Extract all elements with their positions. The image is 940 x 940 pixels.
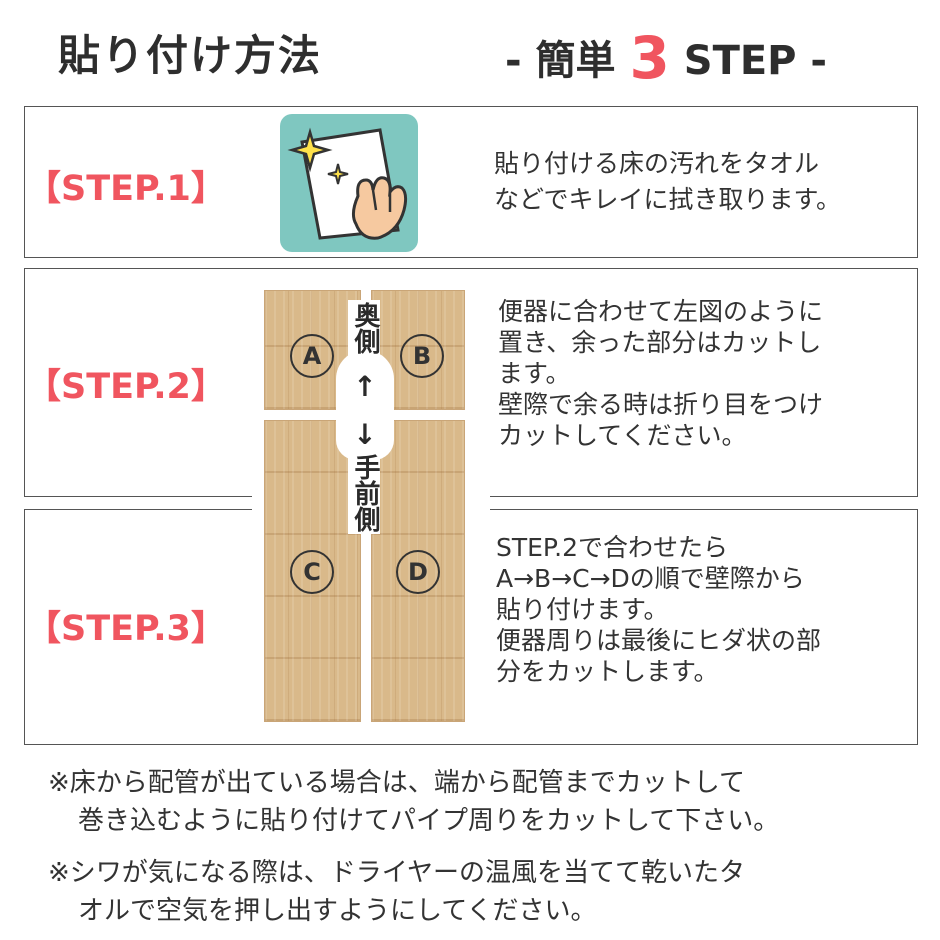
step-3-line: 便器周りは最後にヒダ状の部 — [496, 626, 822, 655]
note-1: ※床から配管が出ている場合は、端から配管までカットして 巻き込むように貼り付けて… — [48, 764, 779, 840]
step-2-line: 便器に合わせて左図のように — [498, 297, 824, 326]
step-1-box — [24, 106, 918, 258]
up-arrow-icon: ↑ — [350, 372, 380, 402]
step-2-line: カットしてください。 — [498, 421, 747, 450]
step-2-description: 便器に合わせて左図のように 置き、余った部分はカットし ます。 壁際で余る時は折… — [498, 296, 823, 451]
page-title: 貼り付け方法 — [58, 31, 323, 80]
subtitle-prefix: - 簡単 — [505, 38, 616, 84]
step-1-line: などでキレイに拭き取ります。 — [494, 185, 842, 214]
step-1-label: 【STEP.1】 — [26, 169, 226, 209]
step-2-line: ます。 — [498, 359, 571, 388]
front-side-label: 手前側 — [348, 452, 380, 534]
wipe-cloth-icon — [280, 114, 418, 252]
step-3-line: STEP.2で合わせたら — [496, 533, 728, 562]
piece-a-badge: A — [290, 334, 334, 378]
step-2-line: 置き、余った部分はカットし — [498, 328, 822, 357]
step-3-description: STEP.2で合わせたら A→B→C→Dの順で壁際から 貼り付けます。 便器周り… — [496, 532, 821, 687]
subtitle-suffix: STEP - — [683, 38, 828, 84]
note-1-line-2: 巻き込むように貼り付けてパイプ周りをカットして下さい。 — [78, 806, 780, 836]
back-side-label: 奥側 — [348, 300, 380, 356]
piece-d-badge: D — [396, 550, 440, 594]
note-1-line-1: ※床から配管が出ている場合は、端から配管までカットして — [48, 768, 746, 798]
note-2-line-1: ※シワが気になる際は、ドライヤーの温風を当てて乾いたタ — [48, 858, 746, 888]
note-2-line-2: オルで空気を押し出すようにしてください。 — [78, 896, 597, 926]
step-2-line: 壁際で余る時は折り目をつけ — [498, 390, 824, 419]
piece-b-badge: B — [400, 334, 444, 378]
step-3-line: A→B→C→Dの順で壁際から — [496, 564, 805, 593]
down-arrow-icon: ↓ — [350, 420, 380, 450]
step-1-line: 貼り付ける床の汚れをタオル — [494, 149, 820, 178]
step-2-label: 【STEP.2】 — [26, 367, 226, 407]
note-2: ※シワが気になる際は、ドライヤーの温風を当てて乾いたタ オルで空気を押し出すよう… — [48, 854, 745, 930]
step-3-line: 分をカットします。 — [496, 657, 719, 686]
subtitle-number: 3 — [629, 24, 670, 92]
step-3-line: 貼り付けます。 — [496, 595, 669, 624]
piece-c-badge: C — [290, 550, 334, 594]
step-1-description: 貼り付ける床の汚れをタオル などでキレイに拭き取ります。 — [494, 146, 841, 218]
page-subtitle: - 簡単 3 STEP - — [505, 20, 828, 92]
step-3-label: 【STEP.3】 — [26, 609, 226, 649]
